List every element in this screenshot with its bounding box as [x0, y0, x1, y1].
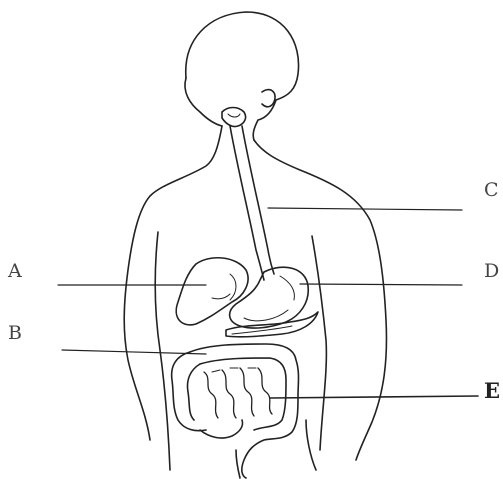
leader-line-c — [268, 208, 462, 210]
label-a: A — [8, 262, 22, 281]
leader-line-b — [62, 350, 206, 354]
label-d: D — [484, 262, 499, 281]
left-arm-inner-line — [155, 232, 170, 470]
ear-outline — [262, 90, 275, 107]
body-side-line — [306, 420, 316, 470]
right-arm-inner-line — [312, 236, 326, 450]
head-outline — [186, 12, 299, 140]
face-outline — [185, 78, 222, 126]
leader-line-d — [300, 284, 462, 285]
label-c: C — [484, 181, 499, 200]
right-shoulder-outline — [254, 140, 386, 460]
small-intestine-coils — [204, 372, 218, 418]
leader-line-e — [270, 396, 478, 398]
rectum-outline — [200, 420, 243, 438]
label-b: B — [8, 324, 22, 343]
liver-outline — [176, 258, 248, 325]
label-e: E — [484, 380, 500, 401]
